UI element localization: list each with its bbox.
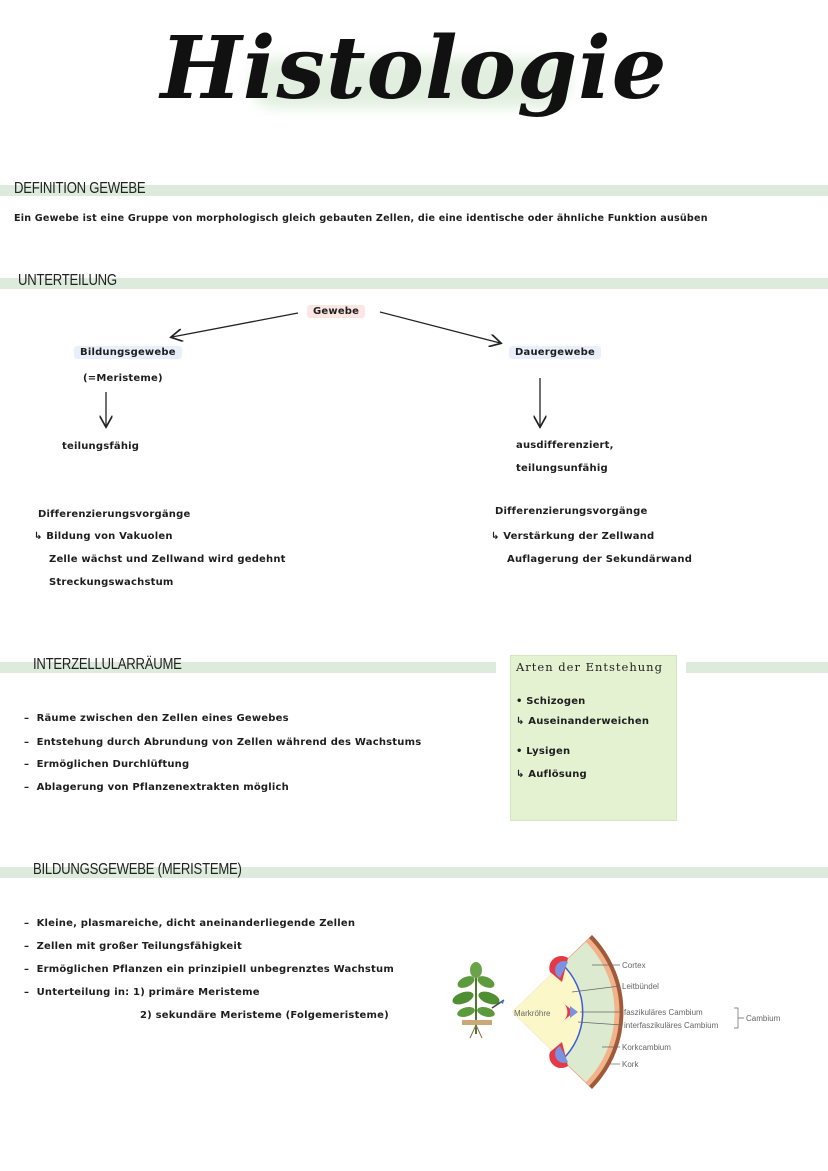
heading-unterteilung: UNTERTEILUNG [18,272,117,289]
left-diff-line-1: ↳ Bildung von Vakuolen [34,531,173,542]
leitbuendel-top-blue [555,961,568,978]
right-diff-title: Differenzierungsvorgänge [495,506,648,517]
section-band-interzellular [0,662,496,673]
entstehung-schizogen: • Schizogen [516,696,586,707]
mark-region [512,964,583,1060]
leitbuendel-bottom-blue [555,1046,568,1063]
left-diff-title: Differenzierungsvorgänge [38,509,191,520]
definition-text: Ein Gewebe ist eine Gruppe von morpholog… [14,213,708,224]
left-diff-line-2: Zelle wächst und Zellwand wird gedehnt [49,554,286,565]
page-title: Histologie [160,18,668,119]
node-bildungsgewebe: Bildungsgewebe [74,346,182,359]
leitbuendel-mid [562,1002,574,1022]
node-dauergewebe: Dauergewebe [509,346,601,359]
interzellular-bullet-4: – Ablagerung von Pflanzenextrakten mögli… [24,782,289,793]
meristeme-bullet-4: – Unterteilung in: 1) primäre Meristeme [24,987,260,998]
leitbuendel-mid-blue [570,1006,578,1018]
left-diff-line-3: Streckungswachstum [49,577,174,588]
label-faszikulaeres-cambium: faszikuläres Cambium [624,1008,703,1017]
label-cortex: Cortex [622,961,646,970]
label-kork: Kork [622,1060,639,1069]
heading-meristeme: BILDUNGSGEWEBE (MERISTEME) [33,861,242,878]
interzellular-bullet-3: – Ermöglichen Durchlüftung [24,759,190,770]
dauergewebe-property-1: ausdifferenziert, [516,440,614,451]
label-interfaszikulaeres-cambium: interfaszikuläres Cambium [624,1021,719,1030]
label-markroehre: Markröhre [514,1009,551,1018]
section-band-interzellular-right [686,662,828,673]
bildungsgewebe-property: teilungsfähig [62,441,140,452]
interzellular-bullet-1: – Räume zwischen den Zellen eines Gewebe… [24,713,289,724]
stem-cross-section-diagram: Markröhre Cortex Leitbündel faszikuläres… [512,935,781,1089]
entstehung-lysigen: • Lysigen [516,746,571,757]
node-gewebe: Gewebe [307,305,366,318]
label-cambium: Cambium [746,1014,781,1023]
meristeme-bullet-2: – Zellen mit großer Teilungsfähigkeit [24,941,242,952]
meristeme-bullet-1: – Kleine, plasmareiche, dicht aneinander… [24,918,356,929]
interzellular-bullet-2: – Entstehung durch Abrundung von Zellen … [24,737,422,748]
meristeme-bullet-3: – Ermöglichen Pflanzen ein prinzipiell u… [24,964,394,975]
entstehung-schizogen-desc: ↳ Auseinanderweichen [516,716,650,727]
arrow-to-dauergewebe [379,311,500,343]
heading-interzellular: INTERZELLULARRÄUME [33,656,182,673]
section-band-unterteilung [0,278,828,289]
arten-entstehung-title: Arten der Entstehung [516,660,663,674]
section-band-definition [0,185,828,196]
node-bildungsgewebe-subtitle: (=Meristeme) [83,373,163,384]
meristeme-sub-item: 2) sekundäre Meristeme (Folgemeristeme) [140,1010,389,1021]
right-diff-line-2: Auflagerung der Sekundärwand [507,554,693,565]
arten-entstehung-box [510,655,677,821]
label-leitbuendel: Leitbündel [622,982,659,991]
title-highlight [250,58,570,108]
heading-definition: DEFINITION GEWEBE [14,180,146,197]
dauergewebe-property-2: teilungsunfähig [516,463,608,474]
plant-illustration [452,962,505,1039]
entstehung-lysigen-desc: ↳ Auflösung [516,769,587,780]
section-band-meristeme [0,867,828,878]
label-korkcambium: Korkcambium [622,1043,671,1052]
arrow-to-bildungsgewebe [172,312,299,337]
right-diff-line-1: ↳ Verstärkung der Zellwand [491,531,655,542]
